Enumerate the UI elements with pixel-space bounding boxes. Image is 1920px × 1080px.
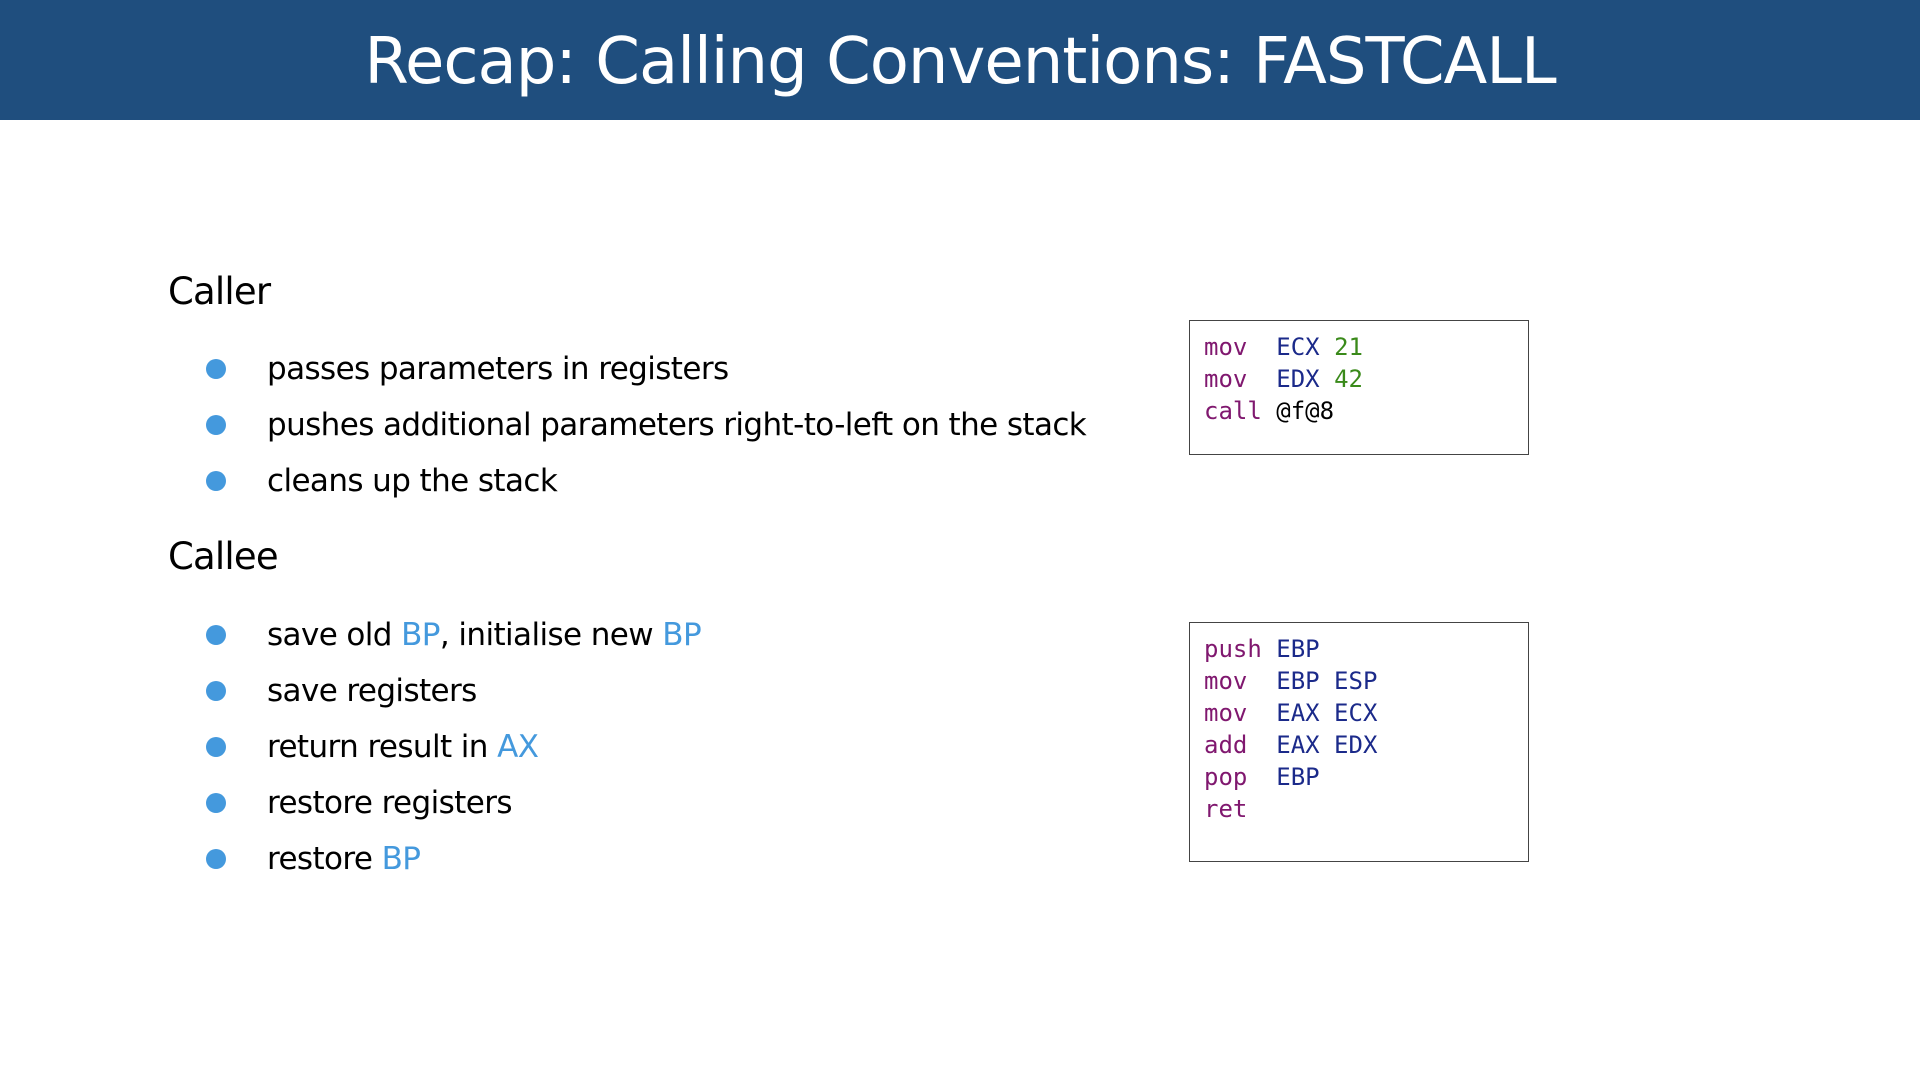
bullet-item: restore registers <box>0 775 1100 831</box>
code-line: pop EBP <box>1204 761 1528 793</box>
bullet-item: restore BP <box>0 831 1100 887</box>
code-token-instruction: add <box>1204 731 1277 759</box>
register-highlight: AX <box>497 729 539 765</box>
bullet-text-segment: passes parameters in registers <box>267 351 729 387</box>
register-highlight: BP <box>662 617 702 653</box>
code-token-symbol <box>1320 333 1334 361</box>
register-highlight: BP <box>401 617 440 653</box>
slide-title: Recap: Calling Conventions: FASTCALL <box>364 25 1556 99</box>
code-token-register: EBP <box>1276 763 1320 791</box>
code-line: mov EAX ECX <box>1204 697 1528 729</box>
code-token-register: EBP ESP <box>1276 667 1378 695</box>
code-token-instruction: pop <box>1204 763 1277 791</box>
bullet-text-segment: , initialise new <box>439 617 663 653</box>
code-token-number: 21 <box>1334 333 1363 361</box>
bullet-item: pushes additional parameters right-to-le… <box>0 397 1100 453</box>
register-highlight: BP <box>381 841 421 877</box>
bullet-item: return result in AX <box>0 719 1100 775</box>
bullet-text: restore BP <box>267 831 421 887</box>
bullet-item: passes parameters in registers <box>0 341 1100 397</box>
bullet-dot-icon <box>206 415 226 435</box>
bullet-dot-icon <box>206 359 226 379</box>
bullet-text: pushes additional parameters right-to-le… <box>267 397 1087 453</box>
bullet-text-segment: restore registers <box>267 785 513 821</box>
bullet-text-segment: cleans up the stack <box>267 463 558 499</box>
code-line: call @f@8 <box>1204 395 1528 427</box>
code-token-register: ECX <box>1276 333 1320 361</box>
bullet-text: save old BP, initialise new BP <box>267 607 702 663</box>
bullet-text: passes parameters in registers <box>267 341 729 397</box>
code-token-instruction: call <box>1204 397 1277 425</box>
callee-heading: Callee <box>168 535 279 578</box>
code-line: push EBP <box>1204 633 1528 665</box>
bullet-text-segment: save old <box>267 617 402 653</box>
bullet-item: save registers <box>0 663 1100 719</box>
title-bar: Recap: Calling Conventions: FASTCALL <box>0 0 1920 120</box>
bullet-dot-icon <box>206 625 226 645</box>
bullet-dot-icon <box>206 793 226 813</box>
code-token-instruction: mov <box>1204 365 1277 393</box>
bullet-dot-icon <box>206 471 226 491</box>
code-line: add EAX EDX <box>1204 729 1528 761</box>
bullet-text: return result in AX <box>267 719 539 775</box>
bullet-text: save registers <box>267 663 477 719</box>
bullet-text-segment: return result in <box>267 729 498 765</box>
bullet-item: save old BP, initialise new BP <box>0 607 1100 663</box>
bullet-dot-icon <box>206 681 226 701</box>
code-line: mov EBP ESP <box>1204 665 1528 697</box>
code-line: mov EDX 42 <box>1204 363 1528 395</box>
bullet-text-segment: restore <box>267 841 382 877</box>
code-token-register: EAX ECX <box>1276 699 1378 727</box>
bullet-text-segment: save registers <box>267 673 477 709</box>
bullet-text: cleans up the stack <box>267 453 558 509</box>
code-token-instruction: mov <box>1204 667 1277 695</box>
bullet-text-segment: pushes additional parameters right-to-le… <box>267 407 1087 443</box>
code-line: ret <box>1204 793 1528 825</box>
bullet-text: restore registers <box>267 775 513 831</box>
code-token-symbol: @f@8 <box>1276 397 1335 425</box>
bullet-dot-icon <box>206 737 226 757</box>
caller-bullet-list: passes parameters in registers pushes add… <box>0 341 1100 509</box>
code-token-register: EDX <box>1276 365 1320 393</box>
code-token-instruction: ret <box>1204 795 1248 823</box>
bullet-dot-icon <box>206 849 226 869</box>
code-token-register: EAX EDX <box>1276 731 1378 759</box>
code-line: mov ECX 21 <box>1204 331 1528 363</box>
caller-heading: Caller <box>168 270 271 313</box>
bullet-item: cleans up the stack <box>0 453 1100 509</box>
code-token-register: EBP <box>1276 635 1320 663</box>
code-token-instruction: mov <box>1204 333 1277 361</box>
code-token-instruction: push <box>1204 635 1277 663</box>
code-token-number: 42 <box>1334 365 1363 393</box>
code-token-instruction: mov <box>1204 699 1277 727</box>
code-token-symbol <box>1320 365 1334 393</box>
